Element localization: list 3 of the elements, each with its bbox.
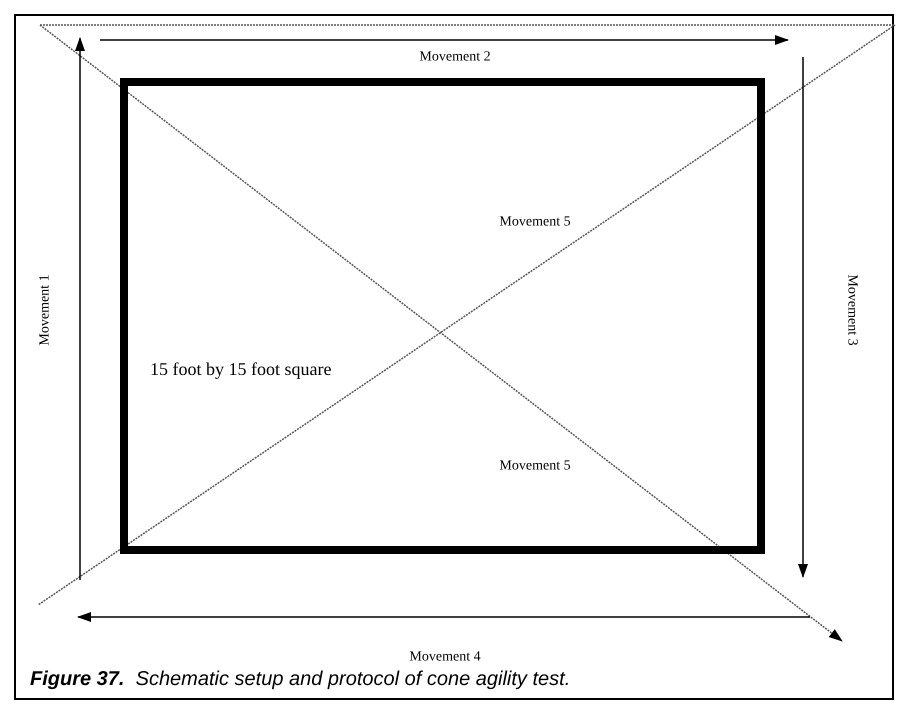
square-outline — [120, 78, 765, 554]
figure-caption: Figure 37. Schematic setup and protocol of cone agility test. — [30, 668, 570, 691]
square-label: 15 foot by 15 foot square — [150, 360, 332, 380]
